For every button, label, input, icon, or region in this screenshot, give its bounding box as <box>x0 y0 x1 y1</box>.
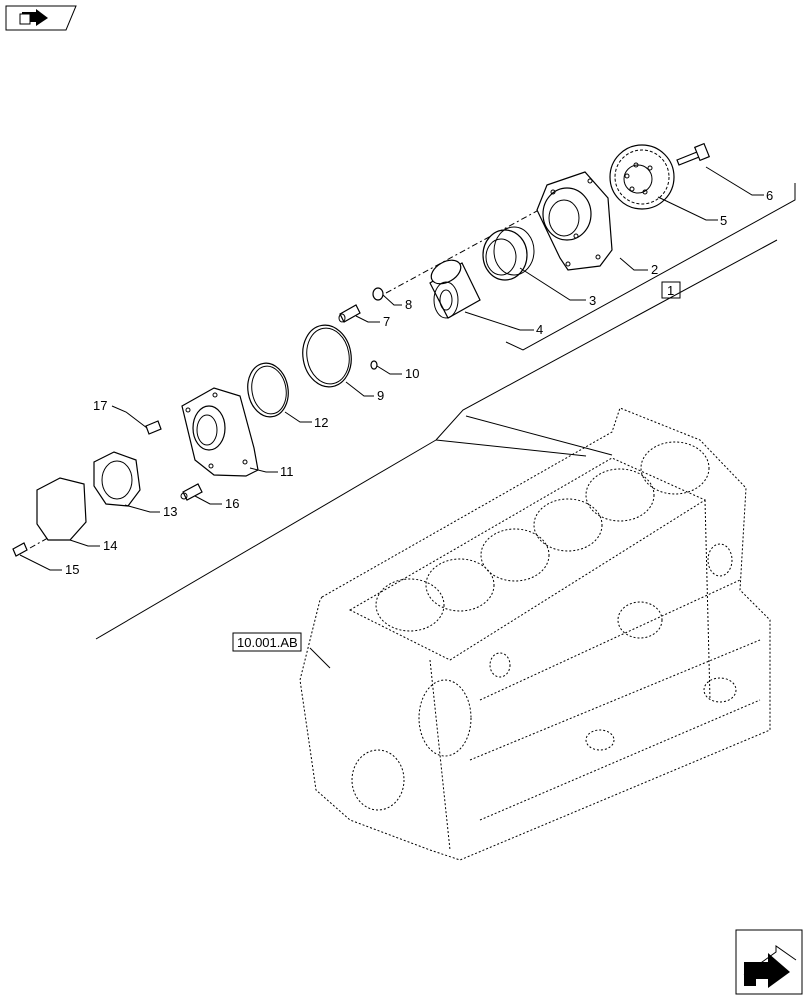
callout-14: 14 <box>103 538 117 553</box>
assembly-axis <box>385 204 549 294</box>
screw-part-15 <box>12 542 28 557</box>
callout-6: 6 <box>766 188 773 203</box>
leader-lines <box>19 166 764 669</box>
bushing-ring-part <box>482 226 535 281</box>
cover-plate-part <box>36 477 87 541</box>
gear-part <box>609 144 675 210</box>
book-arrow-icon[interactable] <box>5 5 77 31</box>
reference-label: 10.001.AB <box>237 635 298 650</box>
group-label-box[interactable]: 1 <box>661 281 681 299</box>
callout-12: 12 <box>314 415 328 430</box>
callout-15: 15 <box>65 562 79 577</box>
o-ring-part <box>247 362 289 418</box>
support-bracket-part <box>536 171 613 271</box>
screw-part-17 <box>145 420 162 435</box>
reference-label-box[interactable]: 10.001.AB <box>232 632 302 652</box>
callout-8: 8 <box>405 297 412 312</box>
small-ring-part <box>372 287 384 301</box>
bolt-part-16 <box>180 483 203 501</box>
gasket-part <box>93 451 141 507</box>
bolt-part-6 <box>676 142 711 166</box>
callout-5: 5 <box>720 213 727 228</box>
callout-2: 2 <box>651 262 658 277</box>
callout-7: 7 <box>383 314 390 329</box>
callout-17: 17 <box>93 398 107 413</box>
callout-13: 13 <box>163 504 177 519</box>
callout-9: 9 <box>377 388 384 403</box>
engine-block <box>299 407 771 861</box>
flange-housing-part <box>181 387 259 477</box>
small-seal-part <box>370 360 378 370</box>
stud-part <box>338 304 361 323</box>
group-bracket <box>95 183 796 640</box>
callout-labels: 2 3 4 5 6 7 8 9 10 11 12 13 14 15 16 17 <box>65 188 773 577</box>
callout-11: 11 <box>280 464 294 479</box>
sleeve-part <box>429 259 481 319</box>
callout-10: 10 <box>405 366 419 381</box>
callout-3: 3 <box>589 293 596 308</box>
o-ring-large-part <box>302 324 352 388</box>
callout-16: 16 <box>225 496 239 511</box>
group-label: 1 <box>667 283 674 298</box>
next-page-arrow-icon[interactable] <box>735 929 803 995</box>
callout-4: 4 <box>536 322 543 337</box>
